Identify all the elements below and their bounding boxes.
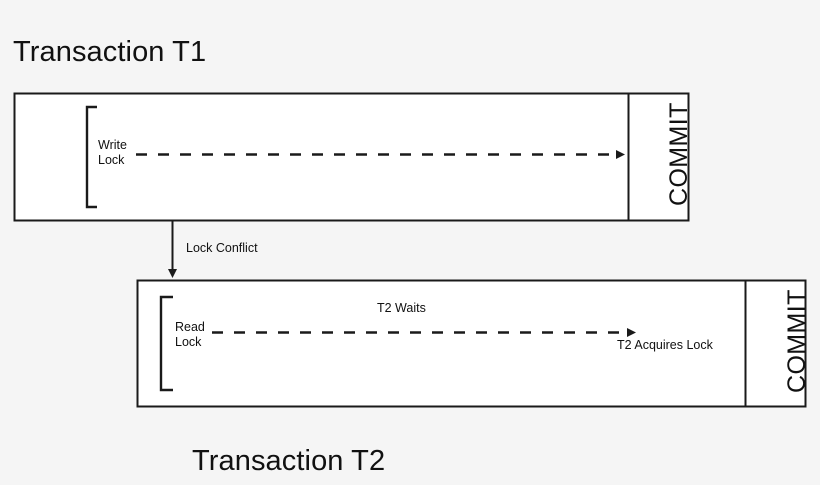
transaction-t1-box xyxy=(13,92,690,222)
transaction-t2-commit-label: COMMIT xyxy=(783,289,811,393)
write-lock-bracket xyxy=(85,105,97,209)
transaction-t2-box xyxy=(136,279,807,408)
read-lock-label-line1: Read xyxy=(175,320,205,334)
t2-waits-label: T2 Waits xyxy=(377,301,426,315)
transaction-t2-title: Transaction T2 xyxy=(192,445,386,477)
lock-conflict-label: Lock Conflict xyxy=(186,241,258,255)
write-lock-label-line1: Write xyxy=(98,138,127,152)
read-lock-label-line2: Lock xyxy=(175,334,202,349)
read-lock-bracket xyxy=(159,295,173,392)
transaction-t1-commit-label: COMMIT xyxy=(665,102,693,206)
transaction-t1-title: Transaction T1 xyxy=(13,36,207,68)
t2-acquires-lock-label: T2 Acquires Lock xyxy=(617,338,713,352)
write-lock-label-line2: Lock xyxy=(98,152,125,167)
